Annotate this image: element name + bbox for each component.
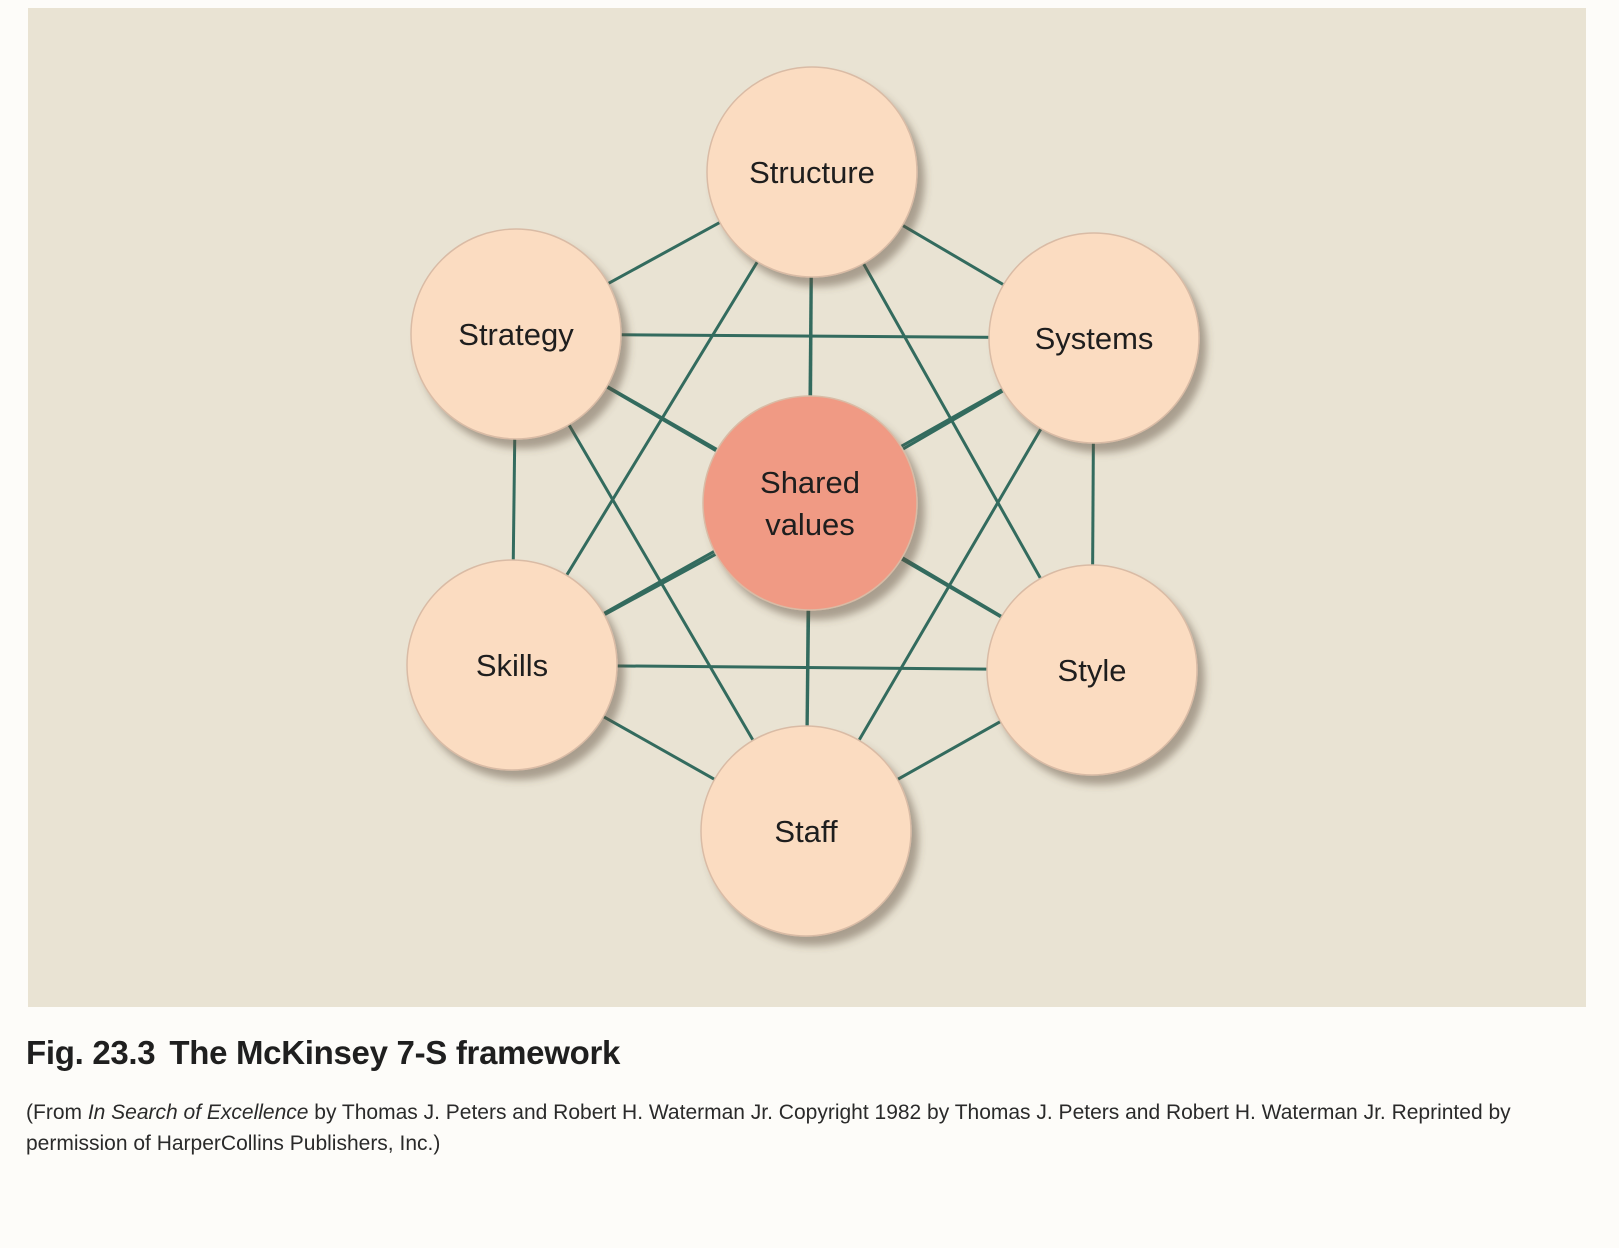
node-label-skills: Skills [476, 648, 548, 683]
node-circle-style [986, 564, 1198, 776]
node-circle-systems [988, 232, 1200, 444]
node-structure: Structure [706, 66, 918, 278]
node-circle-shared [702, 395, 918, 611]
node-style: Style [986, 564, 1198, 776]
node-staff: Staff [700, 725, 912, 937]
node-label-structure: Structure [749, 155, 875, 190]
node-label-style: Style [1058, 653, 1127, 688]
credit-rest: by Thomas J. Peters and Robert H. Waterm… [26, 1101, 1511, 1155]
node-circle-staff [700, 725, 912, 937]
node-label-systems: Systems [1035, 321, 1154, 356]
figure-number: Fig. 23.3 [26, 1034, 156, 1071]
credit-prefix: (From [26, 1101, 88, 1124]
node-label-strategy: Strategy [458, 317, 574, 352]
node-skills: Skills [406, 559, 618, 771]
node-shared: Shared values [702, 395, 918, 611]
figure-title: The McKinsey 7-S framework [169, 1034, 621, 1071]
node-label-line: values [765, 507, 855, 542]
node-strategy: Strategy [410, 228, 622, 440]
node-label-staff: Staff [774, 814, 838, 849]
node-systems: Systems [988, 232, 1200, 444]
figure-credit: (From In Search of Excellence by Thomas … [26, 1097, 1586, 1159]
node-circle-skills [406, 559, 618, 771]
node-label-line: Shared [760, 465, 860, 500]
figure-caption-title: Fig. 23.3 The McKinsey 7-S framework [26, 1034, 620, 1072]
credit-book-title: In Search of Excellence [87, 1101, 309, 1124]
node-label-shared: Shared values [760, 465, 860, 542]
node-circle-structure [706, 66, 918, 278]
node-circle-strategy [410, 228, 622, 440]
